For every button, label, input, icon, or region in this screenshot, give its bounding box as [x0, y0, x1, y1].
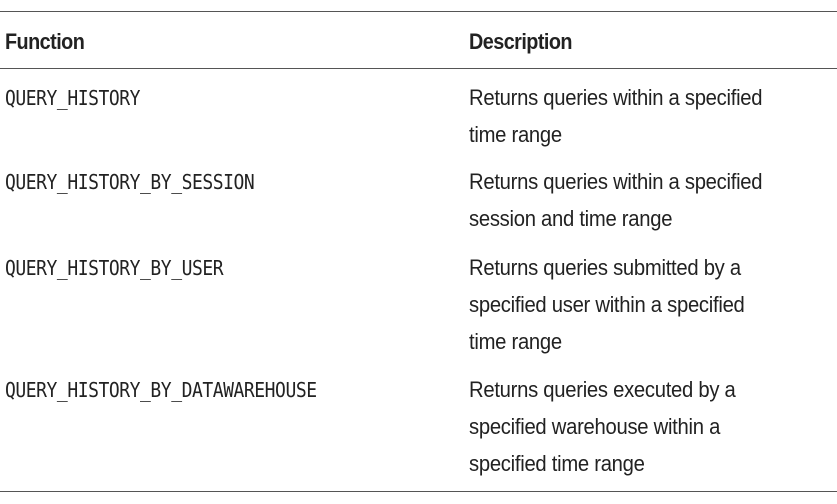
table-bottom-rule	[0, 491, 837, 492]
description-line: specified time range	[469, 451, 645, 476]
description-line: session and time range	[469, 206, 673, 231]
column-header-function: Function	[5, 29, 85, 54]
table-row-function: QUERY_HISTORY_BY_DATAWAREHOUSE	[5, 378, 317, 402]
table-row-description: Returns queries within a specified time …	[469, 79, 809, 153]
table-row-description: Returns queries within a specified sessi…	[469, 163, 809, 237]
description-line: Returns queries executed by a	[469, 377, 736, 402]
table-header-rule	[0, 68, 837, 69]
description-line: specified warehouse within a	[469, 414, 721, 439]
table-top-rule	[0, 11, 837, 12]
table-row-function: QUERY_HISTORY_BY_USER	[5, 256, 224, 280]
description-line: Returns queries within a specified	[469, 169, 763, 194]
description-line: Returns queries within a specified	[469, 85, 763, 110]
description-line: Returns queries submitted by a	[469, 255, 741, 280]
table-row-description: Returns queries submitted by a specified…	[469, 249, 809, 360]
description-line: time range	[469, 122, 562, 147]
column-header-description: Description	[469, 29, 573, 54]
table-row-function: QUERY_HISTORY_BY_SESSION	[5, 170, 255, 194]
table-row-function: QUERY_HISTORY	[5, 86, 141, 110]
table-row-description: Returns queries executed by a specified …	[469, 371, 809, 482]
description-line: specified user within a specified	[469, 292, 745, 317]
description-line: time range	[469, 329, 562, 354]
